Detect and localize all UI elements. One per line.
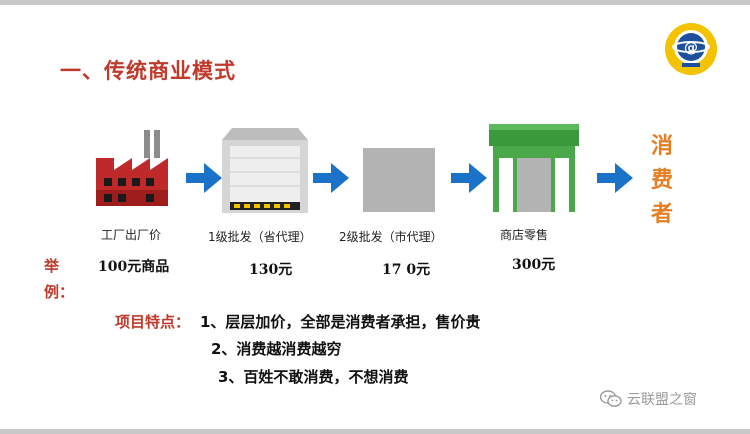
globe-logo-icon: @ <box>665 23 717 75</box>
consumer-char: 消 <box>650 134 673 159</box>
provincial-wholesale-label: 1级批发（省代理） <box>208 230 312 244</box>
example-char: 举 <box>44 257 60 275</box>
features-title: 项目特点： <box>115 313 191 331</box>
factory-price: 100元商品 <box>98 259 170 275</box>
bottom-border <box>0 429 750 434</box>
gray-box-icon <box>363 148 435 212</box>
example-char: 例： <box>44 283 75 301</box>
city-wholesale-label: 2级批发（市代理） <box>339 230 443 244</box>
factory-price-label: 工厂出厂价 <box>101 228 162 242</box>
retail-price: 300元 <box>512 257 556 273</box>
feature-item: 3、百姓不敢消费，不想消费 <box>218 368 409 386</box>
provincial-price: 130元 <box>249 262 293 278</box>
store-icon <box>489 124 579 212</box>
factory-icon <box>96 130 168 206</box>
svg-text:@: @ <box>684 40 698 56</box>
feature-item: 1、层层加价，全部是消费者承担，售价贵 <box>200 313 481 331</box>
watermark: 云联盟之窗 <box>600 389 697 409</box>
top-border <box>0 0 750 5</box>
wechat-icon <box>600 390 622 407</box>
retail-store-label: 商店零售 <box>500 228 549 242</box>
watermark-text: 云联盟之窗 <box>627 392 697 408</box>
example-label: 举 例： <box>44 253 75 305</box>
feature-item: 2、消费越消费越穷 <box>211 340 342 358</box>
page-title: 一、传统商业模式 <box>60 59 236 83</box>
consumer-char: 费 <box>650 168 673 193</box>
consumer-label: 消 费 者 <box>649 130 675 232</box>
city-price: 17 0元 <box>382 262 431 278</box>
warehouse-icon <box>222 128 308 213</box>
arrow-right-icon <box>186 163 222 193</box>
arrow-right-icon <box>451 163 487 193</box>
consumer-char: 者 <box>650 202 673 227</box>
arrow-right-icon <box>597 163 633 193</box>
arrow-right-icon <box>313 163 349 193</box>
